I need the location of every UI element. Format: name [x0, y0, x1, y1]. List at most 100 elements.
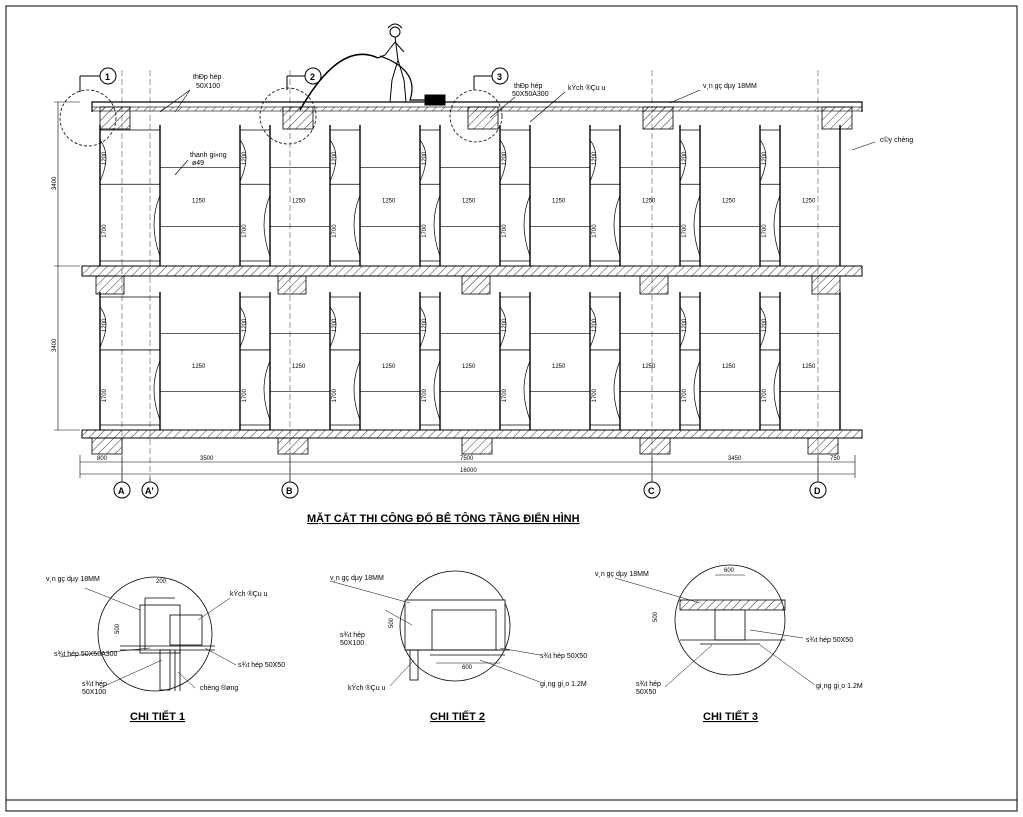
panel-dim-width: 1250 [802, 199, 816, 205]
detail-3 [614, 564, 816, 688]
scaffold-brace [693, 195, 701, 257]
d1-label-sat-hop: s¾t hép [82, 681, 107, 688]
panel-dim-width: 1250 [192, 364, 206, 370]
scaffold-brace [773, 360, 781, 421]
panel-dim-width: 1250 [722, 199, 736, 205]
scaffold-brace [433, 195, 441, 257]
panel-dim-width: 1250 [382, 199, 396, 205]
label-thep-hop-1b: 50X100 [196, 83, 220, 90]
label-thep-hop-3b: 50X50A300 [512, 91, 549, 98]
panel-dim-h2: 1700 [332, 224, 338, 238]
detail-1 [59, 576, 237, 692]
drawing-border [5, 5, 1018, 812]
panel-dim-h2: 1700 [502, 224, 508, 238]
scaffold-brace [613, 195, 621, 257]
height-dim-upper: 3400 [52, 176, 58, 190]
panel-dim-h2: 1700 [242, 224, 248, 238]
label-kich-dau-u: kÝch ®Çu u [568, 83, 606, 92]
axis-c: C [648, 486, 655, 496]
panel-dim-width: 1250 [292, 364, 306, 370]
d1-label-sat-hop-a300: s¾t hép 50X50A300 [54, 651, 118, 658]
panel-dim-width: 1250 [722, 364, 736, 370]
panel-dim-h1: 1200 [762, 318, 768, 332]
axis-d: D [814, 486, 821, 496]
detail-3-title: CHI TIẾT 3 [703, 710, 758, 723]
panel-dim-width: 1250 [292, 199, 306, 205]
scaffold-brace [239, 139, 247, 182]
scaffold-brace [679, 306, 687, 348]
callout-1-label: 1 [105, 72, 110, 82]
d3-dim-600: 600 [724, 568, 735, 574]
label-thep-hop-3: thÐp hép [514, 83, 543, 90]
panel-dim-width: 1250 [462, 199, 476, 205]
detail-1-title: CHI TIẾT 1 [130, 710, 185, 723]
scaffold-brace [99, 139, 107, 182]
callout-circles [59, 87, 503, 147]
leader-lines [159, 89, 876, 176]
d3-label-sat-hop-50: s¾t hép 50X50 [806, 637, 853, 644]
panel-dim-h1: 1200 [762, 151, 768, 165]
panel-dim-h2: 1700 [102, 388, 108, 402]
d2-label-van-go: v¸n gç dµy 18MM [330, 575, 384, 582]
d1-label-sat-hop-b: 50X100 [82, 689, 106, 696]
panel-dim-h1: 1200 [242, 151, 248, 165]
d2-label-sat-hop: s¾t hép [340, 632, 365, 639]
d3-dim-500: 500 [653, 611, 659, 622]
worker-figure [299, 23, 446, 111]
axis-b: B [286, 486, 293, 496]
grid-lines [121, 70, 819, 482]
panel-dim-h1: 1200 [242, 318, 248, 332]
label-cay-chong: c©y chèng [880, 136, 913, 144]
dim-3450: 3450 [728, 456, 742, 462]
detail-2 [329, 570, 541, 687]
panel-dim-h2: 1700 [592, 224, 598, 238]
scaffold-brace [153, 360, 161, 421]
d1-label-sat-hop-50: s¾t hép 50X50 [238, 662, 285, 669]
scaffold-brace [329, 306, 337, 348]
panel-dim-width: 1250 [802, 364, 816, 370]
panel-dim-h2: 1700 [422, 388, 428, 402]
panel-dim-h2: 1700 [332, 388, 338, 402]
panel-dim-h1: 1200 [102, 151, 108, 165]
callout-markers [79, 67, 509, 92]
scaffold-brace [353, 360, 361, 421]
panel-dim-width: 1250 [382, 364, 396, 370]
scaffold-brace [759, 139, 767, 182]
scaffold-brace [523, 360, 531, 421]
scaffold-brace [263, 360, 271, 421]
d1-label-chong: chèng ®øng [200, 684, 238, 692]
panel-dim-h1: 1200 [332, 151, 338, 165]
scaffold-brace [353, 195, 361, 257]
panel-dim-width: 1250 [462, 364, 476, 370]
panel-dim-h2: 1700 [592, 388, 598, 402]
panel-dim-width: 1250 [552, 199, 566, 205]
panel-dim-h1: 1200 [102, 318, 108, 332]
main-section [81, 101, 863, 455]
panel-dim-h2: 1700 [682, 224, 688, 238]
panel-dim-width: 1250 [192, 199, 206, 205]
scaffold-brace [153, 195, 161, 257]
panel-dim-h1: 1200 [502, 151, 508, 165]
scaffold-brace [759, 306, 767, 348]
detail-2-title: CHI TIẾT 2 [430, 710, 485, 723]
dim-total: 16000 [460, 468, 477, 474]
label-thep-hop-1: thÐp hép [193, 74, 222, 81]
label-thanh-giang-b: ø49 [192, 160, 204, 167]
panel-dim-h1: 1200 [422, 151, 428, 165]
scaffold-brace [329, 139, 337, 182]
scaffold-brace [433, 360, 441, 421]
d2-label-sat-hop-b: 50X100 [340, 640, 364, 647]
main-title: MẶT CẮT THI CÔNG ĐỔ BÊ TÔNG TẦNG ĐIỂN HÌ… [307, 512, 580, 525]
scaffold-brace [589, 139, 597, 182]
panel-dim-width: 1250 [552, 364, 566, 370]
panel-dim-h2: 1700 [682, 388, 688, 402]
d1-label-van-go: v¸n gç dµy 18MM [46, 576, 100, 583]
axis-a-prime: A' [145, 486, 154, 496]
panel-dim-h2: 1700 [762, 224, 768, 238]
d2-dim-500: 500 [389, 617, 395, 628]
dim-3500: 3500 [200, 456, 214, 462]
axis-a: A [118, 486, 125, 496]
panel-dim-h1: 1200 [502, 318, 508, 332]
d2-label-giang: gi¸ng gi¸o 1.2M [540, 681, 587, 688]
panel-dim-h1: 1200 [682, 318, 688, 332]
